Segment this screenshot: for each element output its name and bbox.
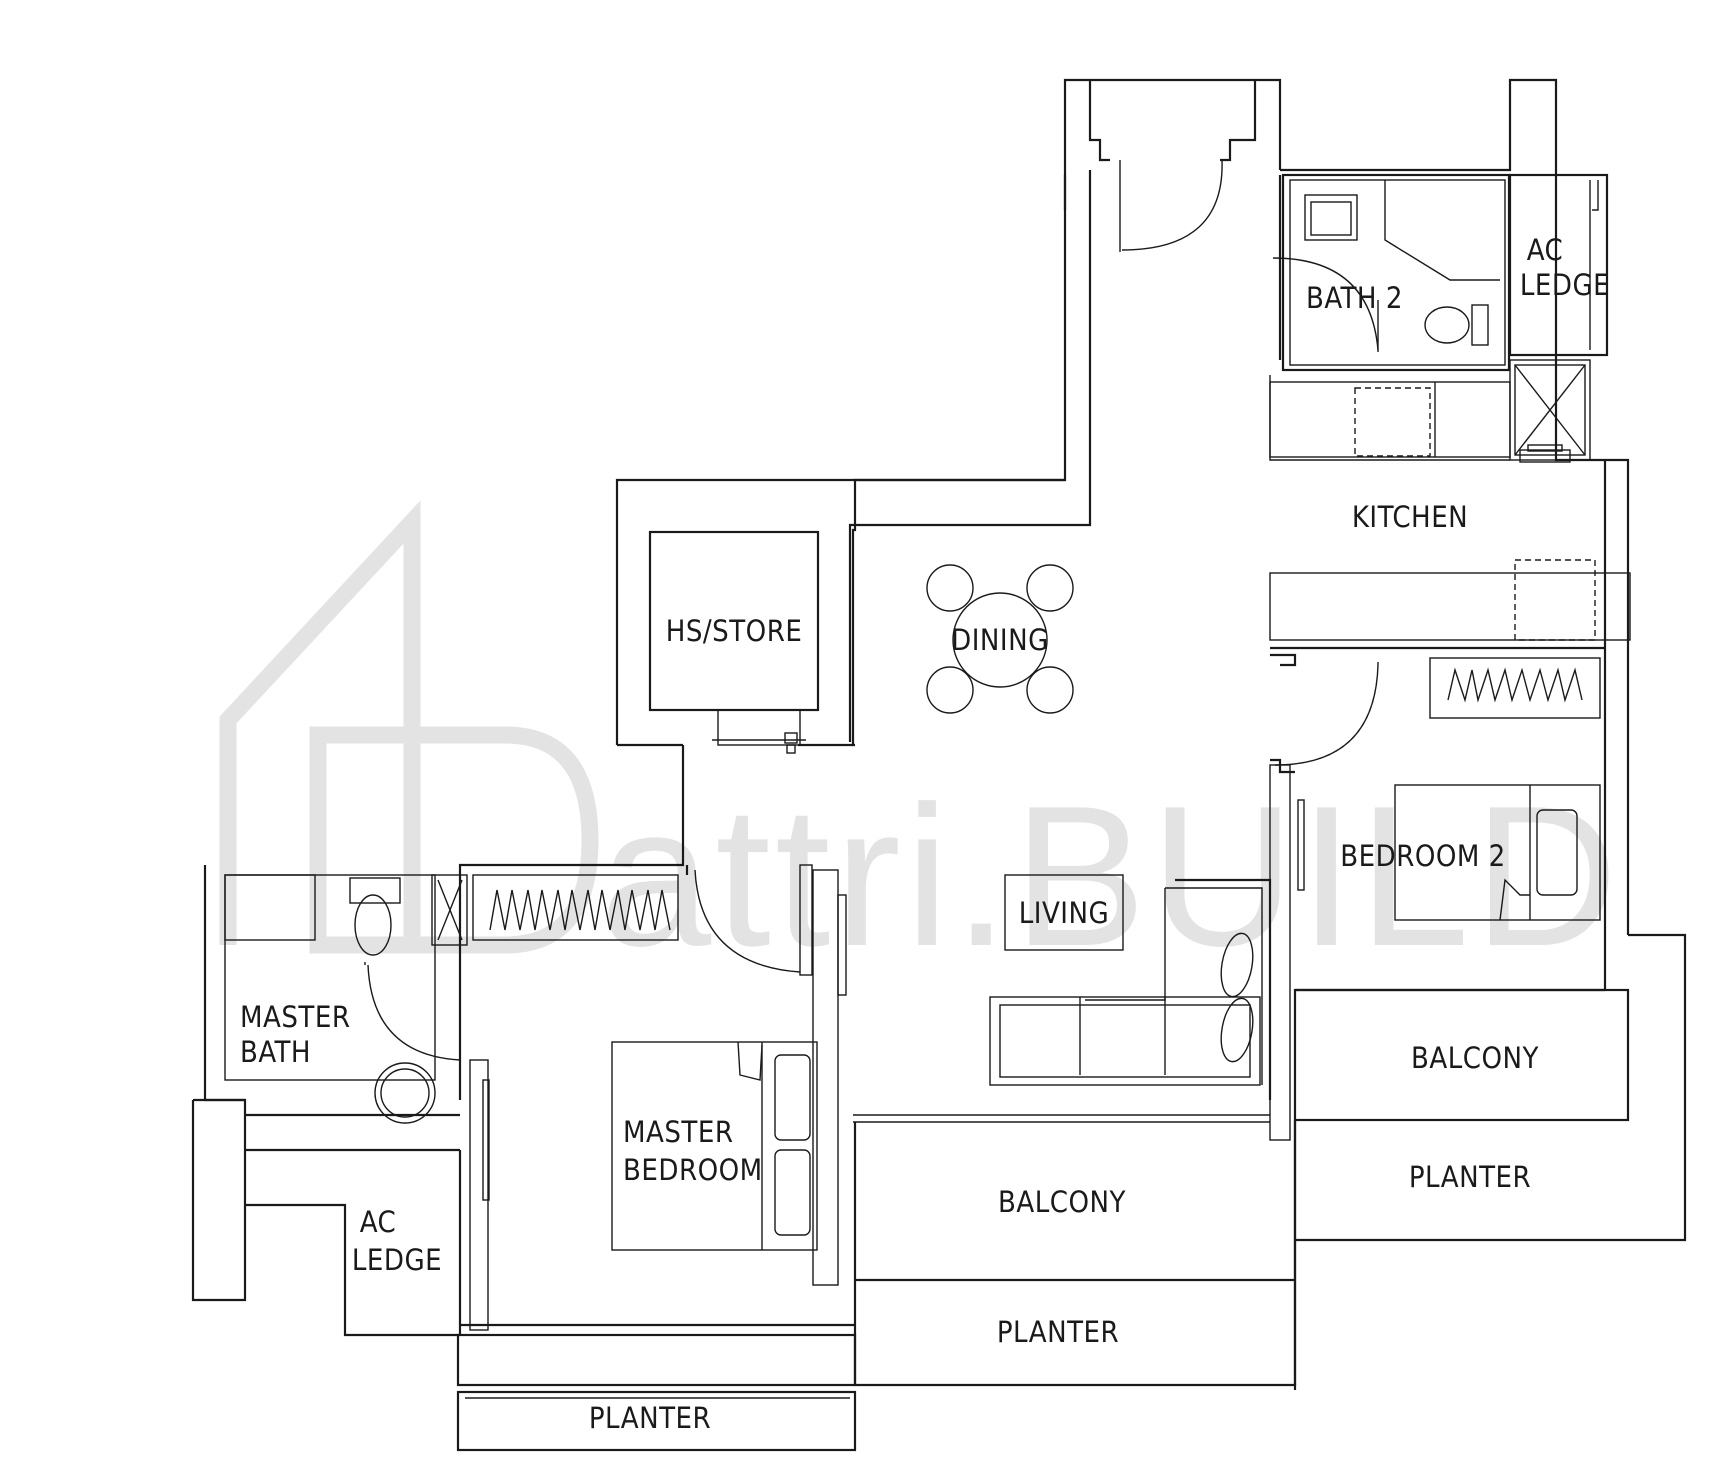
left-ac-ledge: [191, 1098, 462, 1337]
label-ac-ledge-bottom-2: LEDGE: [352, 1243, 442, 1277]
label-master-bath-1: MASTER: [240, 1000, 350, 1034]
label-master-bedroom-2: BEDROOM: [623, 1153, 763, 1187]
watermark-text: attri.BUILD: [600, 765, 1622, 988]
label-planter-bottom: PLANTER: [589, 1401, 711, 1435]
label-bath2: BATH 2: [1306, 281, 1403, 315]
label-hs-store: HS/STORE: [666, 614, 803, 648]
exterior-walls: [615, 78, 1687, 1387]
label-master-bedroom-1: MASTER: [623, 1115, 733, 1149]
label-ac-ledge-top-1: AC: [1527, 233, 1564, 267]
right-balcony: [1293, 988, 1630, 1240]
bath2-block: [1272, 173, 1609, 463]
master-block: [203, 745, 847, 1331]
label-planter-right: PLANTER: [1409, 1160, 1531, 1194]
label-kitchen: KITCHEN: [1352, 500, 1468, 534]
living-furniture: [853, 874, 1272, 1123]
label-ac-ledge-bottom-1: AC: [360, 1205, 397, 1239]
label-balcony-right: BALCONY: [1411, 1041, 1540, 1075]
bottom-balconies: [456, 1120, 1297, 1452]
label-bedroom2: BEDROOM 2: [1340, 839, 1506, 873]
label-planter-center: PLANTER: [997, 1315, 1119, 1349]
label-master-bath-2: BATH: [240, 1035, 311, 1069]
room-labels: BATH 2 AC LEDGE KITCHEN HS/STORE DINING …: [240, 233, 1610, 1435]
label-balcony-center: BALCONY: [998, 1185, 1127, 1219]
label-dining: DINING: [951, 623, 1049, 657]
store-and-dining: [648, 530, 1074, 754]
entry-door: [1119, 159, 1223, 252]
kitchen-counters: [1269, 375, 1631, 667]
watermark-logo: [219, 500, 599, 954]
label-living: LIVING: [1019, 896, 1109, 930]
label-ac-ledge-top-2: LEDGE: [1520, 268, 1610, 302]
